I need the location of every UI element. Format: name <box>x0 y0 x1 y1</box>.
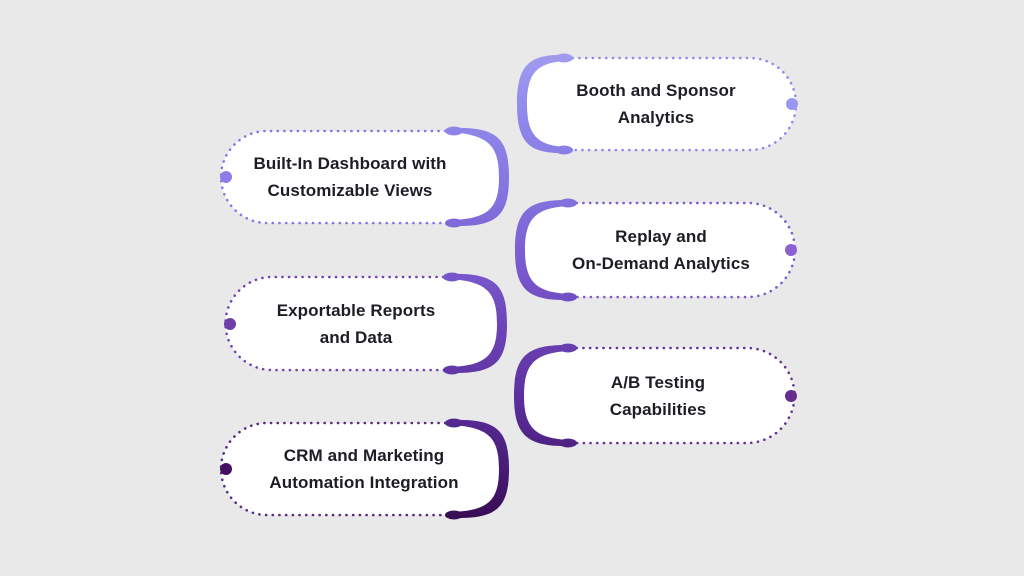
connector-tip <box>445 126 463 136</box>
capsule-fill-booth <box>521 58 796 150</box>
connector-tip <box>445 418 463 428</box>
spine-connector-booth <box>517 54 566 154</box>
connector-tip <box>443 272 461 282</box>
connector-tip <box>559 438 577 448</box>
connector-tip <box>445 510 463 520</box>
connector-tip <box>559 198 577 208</box>
spine-connector-ab-testing <box>514 344 570 447</box>
capsule-fill-dashboard <box>221 131 503 223</box>
spine-connector-replay <box>515 199 570 301</box>
endpoint-dot-dashboard <box>220 171 232 183</box>
capsule-fills <box>221 58 796 515</box>
connector-tip <box>555 53 573 63</box>
endpoint-dot-booth <box>786 98 798 110</box>
connector-tip <box>559 292 577 302</box>
capsule-fill-crm <box>221 423 503 515</box>
capsule-borders <box>219 56 798 517</box>
capsule-fill-ab-testing <box>520 348 795 443</box>
connector-tip <box>443 365 461 375</box>
endpoint-dot-replay <box>785 244 797 256</box>
connector-tip <box>559 343 577 353</box>
connector-tip <box>555 145 573 155</box>
capsule-border-ab-testing <box>568 346 796 445</box>
connector-tip <box>445 218 463 228</box>
endpoint-dot-crm <box>220 463 232 475</box>
endpoint-dots <box>220 98 798 475</box>
capsule-border-exportable <box>224 275 452 372</box>
endpoint-dot-exportable <box>224 318 236 330</box>
capsule-border-dashboard <box>219 129 454 225</box>
capsule-fill-replay <box>521 203 795 297</box>
capsule-border-crm <box>219 421 454 517</box>
capsule-fill-exportable <box>225 277 501 370</box>
spine-connectors <box>443 53 577 520</box>
endpoint-dot-ab-testing <box>785 390 797 402</box>
capsule-border-replay <box>568 201 797 299</box>
capsule-border-booth <box>564 56 798 152</box>
